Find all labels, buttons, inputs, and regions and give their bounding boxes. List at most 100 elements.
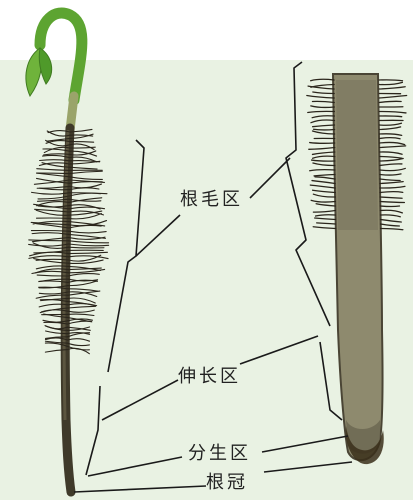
root-hair bbox=[40, 160, 70, 161]
leader-cap-left bbox=[74, 486, 206, 492]
root-hair bbox=[313, 156, 335, 158]
root-hair bbox=[69, 252, 108, 253]
root-hair bbox=[67, 348, 89, 353]
root-hair bbox=[312, 181, 335, 184]
root-hair bbox=[317, 223, 336, 224]
bracket-left-elongation bbox=[86, 386, 100, 475]
root-hair bbox=[312, 160, 335, 161]
root-hair bbox=[311, 79, 334, 80]
leader-cap-right bbox=[264, 462, 352, 472]
root-tip-magnified bbox=[307, 74, 407, 464]
root-hair bbox=[67, 343, 89, 345]
root-hair bbox=[380, 220, 401, 223]
root-hair bbox=[311, 200, 335, 202]
root-hair bbox=[68, 256, 108, 259]
leader-meristem-left bbox=[88, 457, 182, 476]
root-hair bbox=[69, 193, 100, 196]
root-hair bbox=[69, 241, 109, 243]
leader-meristem-right bbox=[262, 436, 348, 452]
root-hair bbox=[313, 131, 335, 134]
root-hair bbox=[310, 143, 335, 144]
leader-elongation-left bbox=[102, 380, 178, 420]
root-hair bbox=[380, 215, 400, 217]
root-hair bbox=[315, 218, 336, 220]
root-hair bbox=[69, 184, 101, 188]
root-hair bbox=[69, 171, 102, 173]
root-hair bbox=[68, 306, 96, 308]
leader-root-hair-left bbox=[136, 215, 180, 256]
root-hair bbox=[379, 82, 402, 84]
root-hair bbox=[380, 146, 406, 148]
root-hair bbox=[380, 179, 400, 180]
root-hair bbox=[31, 230, 68, 231]
root-hair bbox=[380, 123, 402, 125]
brackets bbox=[74, 62, 352, 492]
root-hair bbox=[316, 215, 336, 216]
root-hair bbox=[380, 138, 400, 139]
root-hair bbox=[67, 346, 89, 349]
root-hair bbox=[307, 96, 334, 98]
root-hair bbox=[313, 125, 335, 127]
root-hair bbox=[312, 101, 334, 102]
root-hair bbox=[380, 164, 402, 166]
root-hair bbox=[380, 159, 403, 161]
root-hair bbox=[379, 95, 406, 98]
root-hair bbox=[67, 339, 89, 342]
root-hair bbox=[380, 142, 405, 144]
root-hair bbox=[314, 129, 335, 130]
root-hair bbox=[380, 206, 399, 207]
root-hair bbox=[380, 134, 402, 136]
root-hair bbox=[308, 111, 335, 112]
root-hair bbox=[70, 142, 94, 143]
label-root-hair-zone: 根毛区 bbox=[180, 190, 243, 210]
label-elongation-zone: 伸长区 bbox=[178, 367, 241, 387]
leader-elongation-right bbox=[240, 336, 318, 364]
root-hair bbox=[380, 168, 405, 170]
root-hair bbox=[312, 116, 334, 118]
root-hair bbox=[313, 190, 336, 192]
root-hair bbox=[379, 87, 405, 89]
root-hair bbox=[381, 224, 400, 226]
root-hair bbox=[379, 111, 406, 112]
root-hair bbox=[68, 274, 99, 276]
root-hair bbox=[69, 177, 102, 180]
root-hair bbox=[69, 188, 99, 190]
root-hair bbox=[311, 106, 335, 108]
root-hair bbox=[380, 182, 403, 184]
root-hair bbox=[312, 152, 334, 154]
root-hair bbox=[68, 310, 94, 312]
root-hair bbox=[380, 197, 402, 198]
root-hair bbox=[313, 211, 335, 213]
root-hair bbox=[380, 157, 402, 159]
root-hair bbox=[380, 174, 401, 175]
root-hair bbox=[314, 175, 335, 176]
root-hair bbox=[313, 194, 335, 197]
root-hair bbox=[69, 247, 104, 248]
bracket-left-root-hair bbox=[108, 140, 144, 372]
root-hair bbox=[379, 101, 401, 102]
root-hair bbox=[380, 152, 402, 154]
root-hair bbox=[313, 163, 335, 165]
leader-root-hair-right bbox=[250, 158, 290, 198]
root-hair bbox=[380, 192, 403, 193]
root-hair bbox=[310, 185, 335, 188]
label-meristem-zone: 分生区 bbox=[188, 444, 251, 464]
root-hair bbox=[381, 229, 403, 230]
root-hair bbox=[311, 120, 335, 123]
root-hair bbox=[380, 210, 402, 213]
root-hair bbox=[379, 116, 401, 117]
root-hair bbox=[310, 170, 335, 171]
root-hair bbox=[313, 227, 335, 229]
root-hair bbox=[69, 244, 109, 246]
root-hair bbox=[380, 202, 404, 203]
root-hair bbox=[69, 231, 106, 233]
root-hair bbox=[309, 148, 335, 150]
root-tip-upper-shade bbox=[336, 80, 378, 230]
seedling-leaf-right bbox=[39, 48, 51, 84]
root-hair bbox=[70, 167, 98, 169]
root-hair bbox=[380, 186, 405, 188]
root-hair bbox=[68, 289, 97, 291]
root-hair bbox=[313, 92, 334, 93]
seedling bbox=[26, 13, 109, 492]
root-hair bbox=[70, 161, 100, 164]
